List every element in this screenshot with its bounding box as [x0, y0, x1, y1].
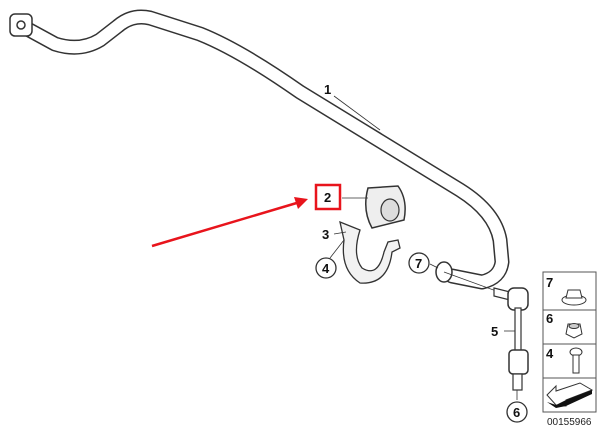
callout-4: 4: [322, 261, 330, 276]
hex-nut-icon: [565, 323, 583, 339]
legend-label-7: 7: [546, 275, 553, 290]
callout-6: 6: [513, 405, 520, 420]
red-arrow-icon: [151, 197, 308, 248]
bracket: [339, 220, 401, 284]
leader-lines: [329, 95, 515, 332]
drop-link: [435, 261, 529, 400]
legend-label-6: 6: [546, 311, 553, 326]
legend-label-4: 4: [546, 346, 554, 361]
diagram-number: 00155966: [547, 417, 592, 428]
highlight-box: [314, 183, 342, 211]
direction-arrow-icon: [546, 382, 594, 408]
callout-circle-6: [506, 401, 528, 423]
flange-nut-icon: [561, 289, 587, 306]
stabilizer-bar: [9, 9, 510, 290]
bolt-icon: [569, 347, 583, 374]
callout-5: 5: [491, 324, 498, 339]
callout-7: 7: [415, 256, 422, 271]
callout-circle-4: [315, 257, 337, 279]
callout-2: 2: [324, 190, 331, 205]
rubber-bushing: [365, 185, 406, 229]
callout-1: 1: [324, 82, 331, 97]
parts-legend: 7 6 4: [542, 271, 597, 413]
callout-3: 3: [322, 227, 329, 242]
callout-circle-7: [408, 252, 430, 274]
